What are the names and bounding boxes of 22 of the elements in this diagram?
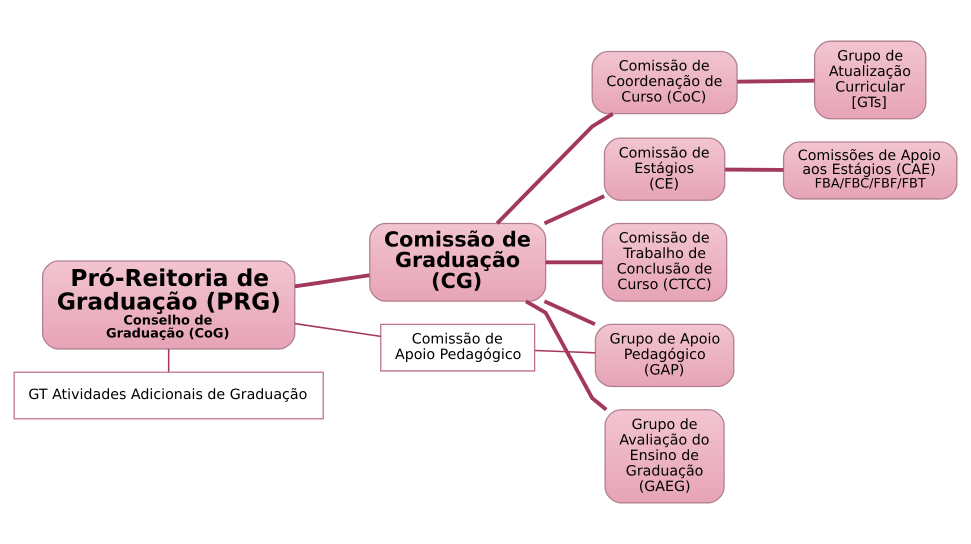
node-box: Grupo de Apoio Pedagógico (GAP) xyxy=(594,324,734,388)
node-box: Grupo de Atualização Curricular [GTs] xyxy=(814,40,926,120)
connector xyxy=(294,273,370,288)
connector xyxy=(535,350,596,354)
node-box: Comissões de Apoio aos Estágios (CAE) FBA/FBC/FBF/FBT xyxy=(782,141,958,200)
node-box: Pró-Reitoria de Graduação (PRG) Conselho de Graduação (CoG) xyxy=(42,260,296,350)
connector xyxy=(496,112,614,225)
node-box: Comissão de Coordenação de Curso (CoC) xyxy=(592,50,738,114)
connector xyxy=(544,299,596,326)
node-box: GT Atividades Adicionais de Graduação xyxy=(14,372,324,420)
connector xyxy=(168,349,170,372)
node-box: Comissão de Estágios (CE) xyxy=(604,138,726,201)
node-box: Comissão de Trabalho de Conclusão de Curso (CTCC) xyxy=(602,222,728,302)
connector xyxy=(294,322,381,338)
connector xyxy=(544,194,606,226)
connector xyxy=(525,300,608,412)
node-box: Comissão de Graduação (CG) xyxy=(369,222,546,302)
connector xyxy=(737,78,815,84)
node-box: Comissão de Apoio Pedagógico xyxy=(380,324,536,372)
connector xyxy=(725,168,784,172)
connector xyxy=(546,260,603,264)
node-box: Grupo de Avaliação do Ensino de Graduação (GAEG) xyxy=(604,409,725,504)
